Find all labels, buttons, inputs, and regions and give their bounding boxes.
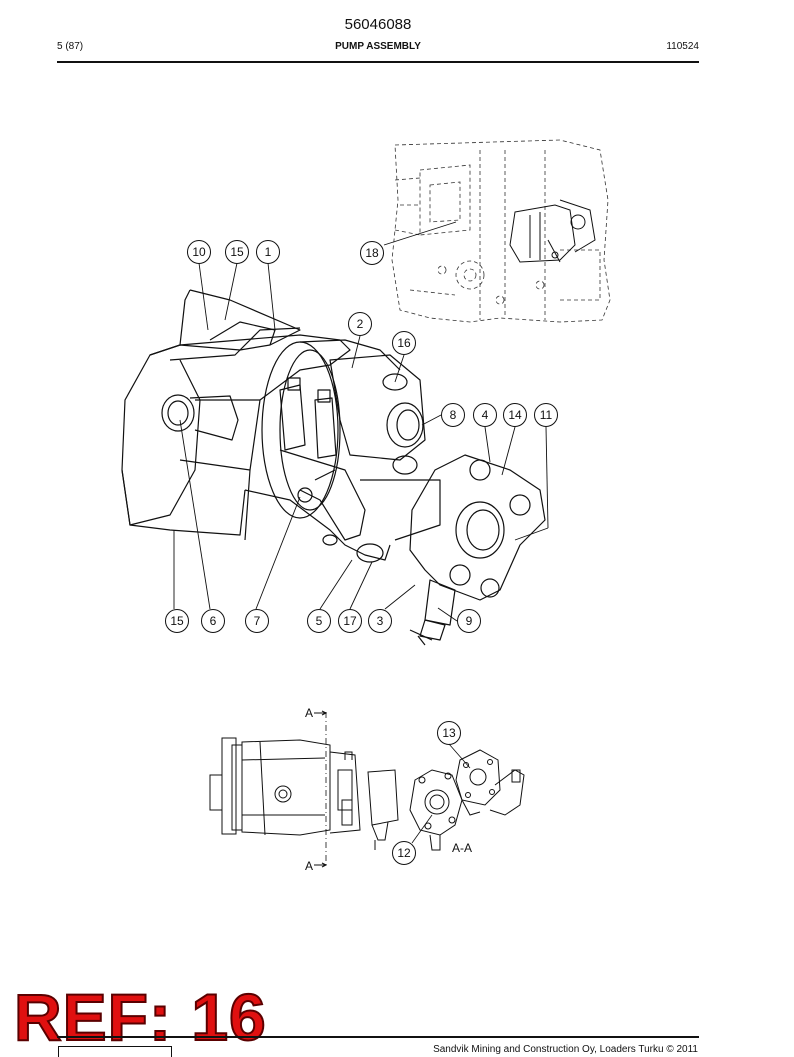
callout-5: 5: [307, 609, 331, 633]
section-cut-label-top: A: [305, 706, 313, 720]
callout-16: 16: [392, 331, 416, 355]
callouts: 10 15 1 18 2 16 8 4 14 11 15 6 7 5 17 3 …: [165, 240, 558, 865]
svg-text:1: 1: [265, 245, 272, 259]
callout-10: 10: [187, 240, 211, 264]
ref-stamp: REF: 16: [13, 980, 267, 1054]
svg-text:3: 3: [377, 614, 384, 628]
svg-text:15: 15: [170, 614, 184, 628]
svg-text:2: 2: [357, 317, 364, 331]
callout-11: 11: [534, 403, 558, 427]
footer-rule: [57, 1036, 699, 1038]
callout-18: 18: [360, 241, 384, 265]
svg-text:13: 13: [442, 726, 456, 740]
callout-15-top: 15: [225, 240, 249, 264]
svg-text:6: 6: [210, 614, 217, 628]
copyright-text: Sandvik Mining and Construction Oy, Load…: [433, 1044, 698, 1055]
callout-4: 4: [473, 403, 497, 427]
side-view-drawing: [209, 710, 525, 868]
section-title: PUMP ASSEMBLY: [335, 41, 421, 52]
header-rule: [57, 61, 699, 63]
svg-text:5: 5: [316, 614, 323, 628]
document-number: 56046088: [344, 16, 412, 33]
main-pump-drawing: [121, 289, 546, 646]
header-row: 5 (87) PUMP ASSEMBLY 110524: [57, 41, 699, 57]
callout-13: 13: [437, 721, 461, 745]
callout-17: 17: [338, 609, 362, 633]
section-cut-label-bottom: A: [305, 859, 313, 873]
callout-8: 8: [441, 403, 465, 427]
svg-text:9: 9: [466, 614, 473, 628]
callout-9: 9: [457, 609, 481, 633]
svg-text:18: 18: [365, 246, 379, 260]
svg-text:17: 17: [343, 614, 357, 628]
callout-15-bottom: 15: [165, 609, 189, 633]
svg-text:14: 14: [508, 408, 522, 422]
svg-text:15: 15: [230, 245, 244, 259]
leader-lines: [173, 221, 549, 622]
callout-12: 12: [392, 841, 416, 865]
svg-text:16: 16: [397, 336, 411, 350]
svg-text:4: 4: [482, 408, 489, 422]
section-view-label: A-A: [452, 841, 472, 855]
svg-text:8: 8: [450, 408, 457, 422]
svg-text:10: 10: [192, 245, 206, 259]
callout-14: 14: [503, 403, 527, 427]
logo-box: [58, 1046, 172, 1057]
callout-1: 1: [256, 240, 280, 264]
installation-inset: [391, 139, 611, 323]
revision-code: 110524: [666, 41, 699, 52]
callout-7: 7: [245, 609, 269, 633]
callout-6: 6: [201, 609, 225, 633]
callout-3: 3: [368, 609, 392, 633]
svg-text:7: 7: [254, 614, 261, 628]
svg-text:12: 12: [397, 846, 411, 860]
page-reference: 5 (87): [57, 41, 84, 52]
svg-text:11: 11: [540, 408, 553, 422]
callout-2: 2: [348, 312, 372, 336]
